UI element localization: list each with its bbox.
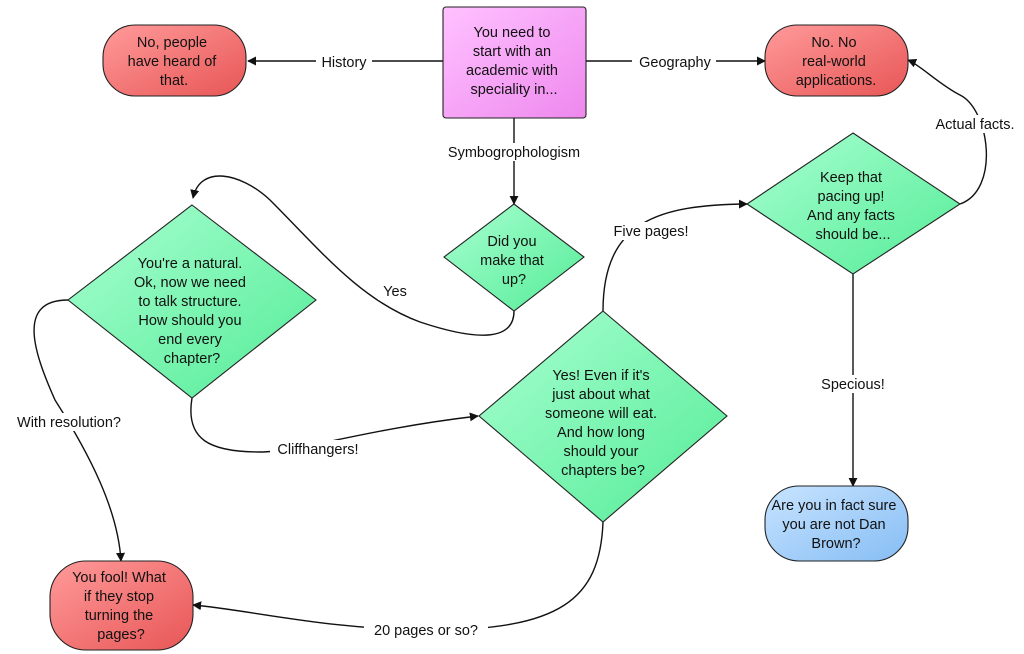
edge-yes bbox=[190, 175, 515, 336]
node-natural: You're a natural. Ok, now we need to tal… bbox=[67, 204, 317, 399]
edge-label-history: History bbox=[316, 53, 372, 71]
edge-label-five-pages: Five pages! bbox=[606, 222, 696, 240]
edge-label-cliffhangers: Cliffhangers! bbox=[270, 440, 366, 458]
node-natural-text: You're a natural. Ok, now we need to tal… bbox=[134, 256, 250, 367]
node-made-up: Did you make that up? bbox=[443, 203, 585, 312]
edge-label-actual-facts: Actual facts. bbox=[928, 115, 1022, 133]
node-start-text: You need to start with an academic with … bbox=[466, 25, 562, 98]
node-pacing-text: Keep that pacing up! And any facts shoul… bbox=[807, 170, 899, 243]
edge-label-yes: Yes bbox=[378, 282, 412, 300]
node-start: You need to start with an academic with … bbox=[442, 6, 587, 119]
svg-text:Yes: Yes bbox=[383, 284, 407, 300]
node-made-up-text: Did you make that up? bbox=[480, 234, 548, 288]
edge-five-pages bbox=[602, 199, 748, 312]
edge-label-symbogrophologism: Symbogrophologism bbox=[438, 143, 590, 161]
node-eat-text: Yes! Even if it's just about what someon… bbox=[545, 368, 661, 479]
svg-text:Actual facts.: Actual facts. bbox=[936, 117, 1015, 133]
edge-label-twenty-pages: 20 pages or so? bbox=[364, 621, 488, 639]
edge-with-resolution bbox=[33, 299, 126, 562]
svg-text:Symbogrophologism: Symbogrophologism bbox=[448, 145, 580, 161]
svg-text:History: History bbox=[321, 55, 367, 71]
edge-label-with-resolution: With resolution? bbox=[8, 413, 130, 431]
node-dan-brown-end: Are you in fact sure you are not Dan Bro… bbox=[764, 485, 909, 562]
node-history-end-text: No, people have heard of that. bbox=[128, 35, 221, 89]
svg-text:20 pages or so?: 20 pages or so? bbox=[374, 623, 478, 639]
edge-label-geography: Geography bbox=[632, 53, 716, 71]
edge-label-specious: Specious! bbox=[815, 375, 891, 393]
node-fool-end-text: You fool! What if they stop turning the … bbox=[72, 570, 170, 643]
node-history-end: No, people have heard of that. bbox=[102, 24, 247, 97]
edge-actual-facts bbox=[907, 58, 988, 205]
svg-text:Five pages!: Five pages! bbox=[614, 224, 689, 240]
svg-text:Geography: Geography bbox=[639, 55, 711, 71]
node-dan-brown-end-text: Are you in fact sure you are not Dan Bro… bbox=[772, 498, 901, 552]
svg-text:Specious!: Specious! bbox=[821, 377, 885, 393]
edge-cliffhangers bbox=[190, 397, 479, 453]
svg-text:With resolution?: With resolution? bbox=[17, 415, 121, 431]
svg-text:Cliffhangers!: Cliffhangers! bbox=[277, 442, 358, 458]
node-geography-end: No. No real-world applications. bbox=[764, 24, 909, 97]
node-eat: Yes! Even if it's just about what someon… bbox=[478, 310, 728, 523]
node-fool-end: You fool! What if they stop turning the … bbox=[49, 560, 194, 651]
edge-twenty-pages bbox=[192, 521, 604, 631]
node-geography-end-text: No. No real-world applications. bbox=[796, 35, 877, 89]
node-pacing: Keep that pacing up! And any facts shoul… bbox=[746, 132, 961, 275]
